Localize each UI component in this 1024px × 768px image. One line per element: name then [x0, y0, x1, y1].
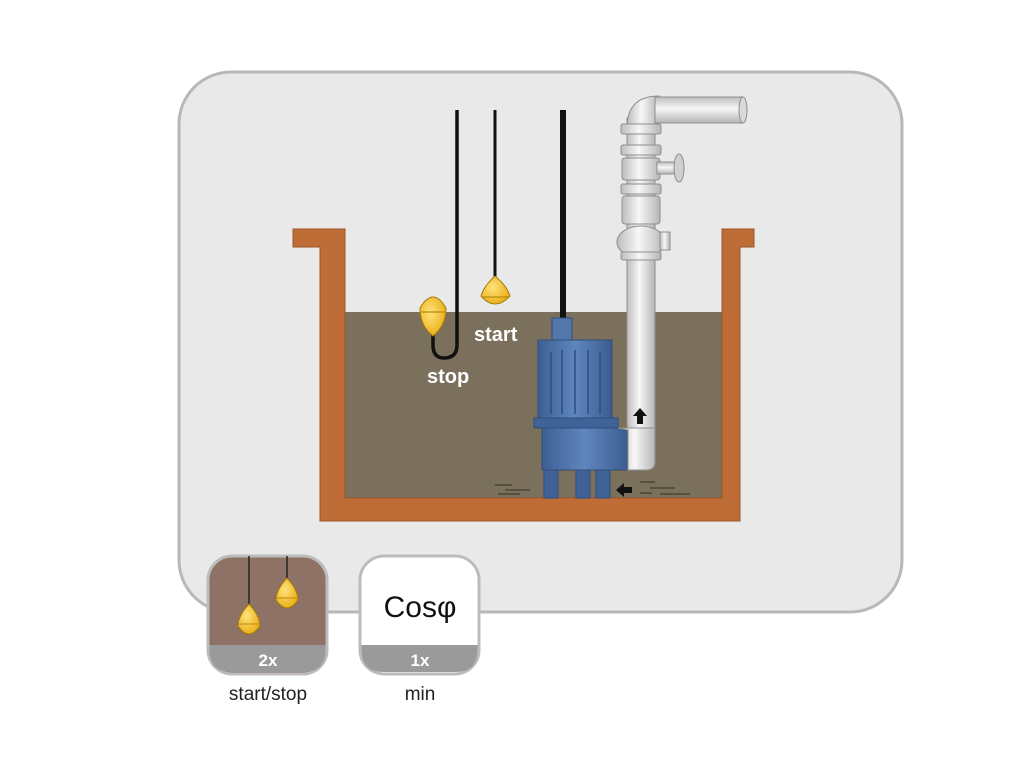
- discharge-pipe-horizontal: [654, 96, 744, 124]
- stop-float-cable: [431, 110, 459, 360]
- sump-tank-wall: [292, 228, 755, 522]
- start-float-switch: [480, 275, 511, 305]
- float-switch-icon: [237, 577, 299, 635]
- float-switch-icon-tile: 2x: [206, 554, 329, 676]
- cos-phi-icon-tile: Cosφ 1x: [358, 554, 481, 676]
- cos-phi-count: 1x: [411, 651, 430, 670]
- gate-valve: [621, 153, 685, 183]
- stop-float-switch: [419, 296, 447, 337]
- float-switch-count: 2x: [259, 651, 278, 670]
- flow-in-arrow: [616, 483, 632, 497]
- check-valve: [616, 195, 671, 259]
- sediment-marks: [495, 481, 690, 495]
- cos-phi-caption: min: [405, 684, 436, 705]
- sump-liquid: [345, 312, 722, 499]
- cos-phi-icon: Cosφ: [384, 591, 457, 624]
- flow-up-arrow: [633, 408, 647, 424]
- start-label: start: [474, 324, 518, 346]
- float-switch-caption: start/stop: [229, 684, 307, 705]
- stop-label: stop: [427, 366, 469, 388]
- submersible-pump: [533, 317, 656, 499]
